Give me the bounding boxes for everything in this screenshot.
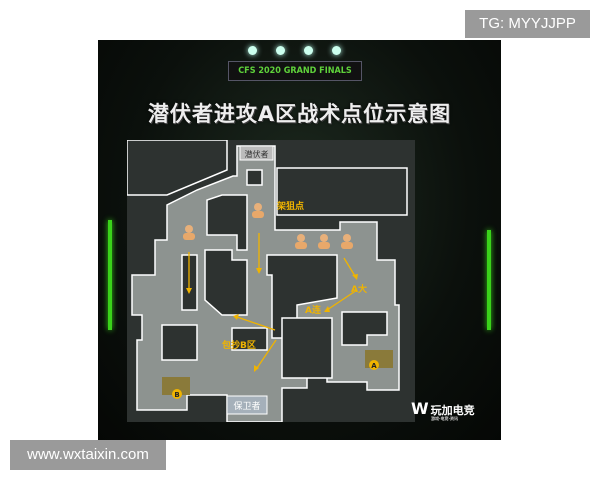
- tactical-map: 潜伏者 保卫者 A B 架狙点 A大 A连 包抄B区: [127, 140, 415, 422]
- movement-arrows: [186, 233, 358, 372]
- arrow: [256, 339, 277, 369]
- site-a-label: A: [371, 362, 377, 370]
- a-connector-label: A连: [305, 304, 322, 316]
- arrow: [343, 257, 356, 277]
- guard-label: 保卫者: [233, 400, 260, 412]
- site-a-marker: [369, 360, 379, 370]
- tg-label: TG: MYYJJPP: [465, 10, 590, 38]
- map-poster: CFS 2020 GRAND FINALS 潜伏者进攻A区战术点位示意图 潜伏者…: [98, 40, 501, 440]
- arrow: [326, 289, 358, 311]
- sniper-label: 架狙点: [276, 200, 304, 212]
- site-b-label: B: [174, 391, 179, 399]
- stage-lights: [248, 40, 360, 59]
- site-b-zone: [162, 377, 190, 395]
- player-icon: [318, 234, 330, 249]
- flank-b-label: 包抄B区: [221, 339, 256, 351]
- player-icon: [295, 234, 307, 249]
- event-banner: CFS 2020 GRAND FINALS: [228, 61, 362, 81]
- player-icons: [183, 203, 353, 249]
- player-icon: [252, 203, 264, 218]
- map-labels: 架狙点 A大 A连 包抄B区: [221, 200, 367, 351]
- logo-w-icon: W: [411, 399, 429, 418]
- guard-spawn-zone: [226, 395, 268, 415]
- spawn-label: 潜伏者: [245, 149, 269, 159]
- left-glow: [108, 220, 112, 330]
- right-glow: [487, 230, 491, 330]
- player-icon: [341, 234, 353, 249]
- watermark: www.wxtaixin.com: [10, 440, 166, 470]
- poster-title: 潜伏者进攻A区战术点位示意图: [147, 102, 452, 126]
- logo-text: 玩加电竞: [430, 404, 475, 417]
- site-b-marker: [172, 389, 182, 399]
- logo-subtext: 游戏·电竞·资讯: [431, 416, 459, 421]
- player-icon: [183, 225, 195, 240]
- a-long-label: A大: [351, 283, 367, 295]
- spawn-zone: [239, 145, 274, 161]
- arrow: [236, 316, 276, 331]
- map-rooms: [127, 140, 408, 379]
